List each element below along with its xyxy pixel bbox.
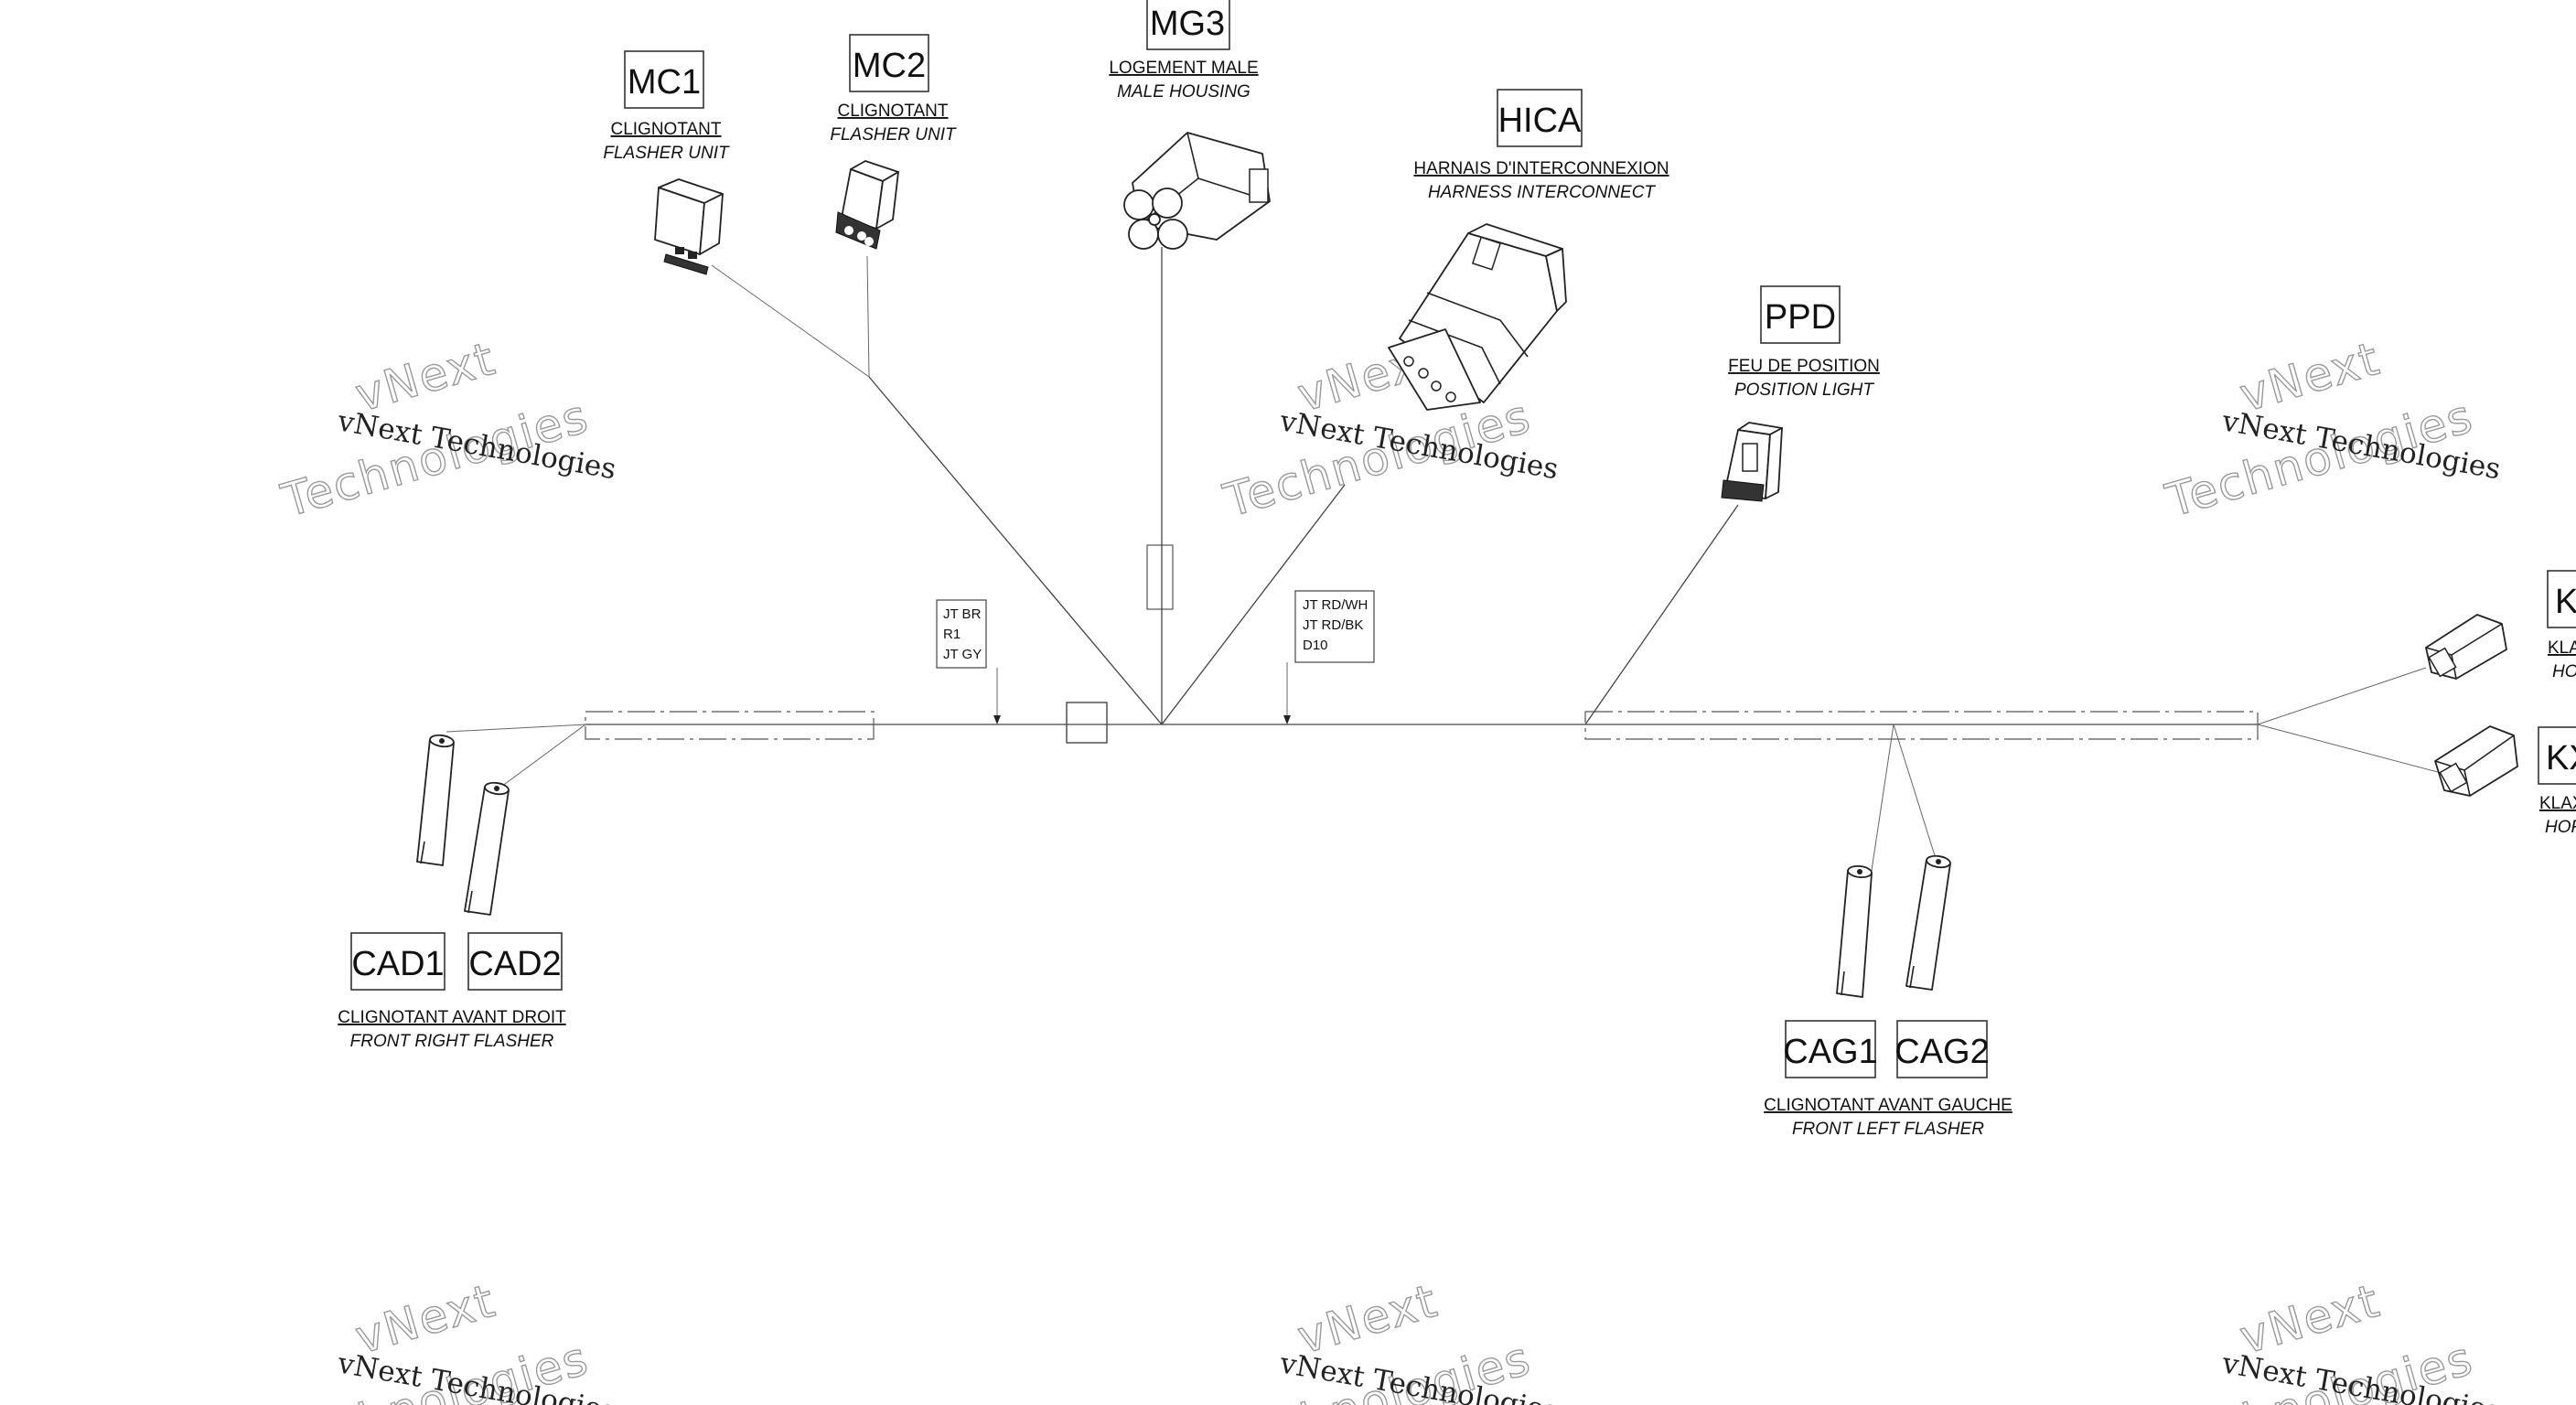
flasher-unit-icon bbox=[654, 178, 724, 275]
bullet-terminal-icon bbox=[1836, 864, 1873, 998]
watermark-top-left: vNext Technologies vNext Technologies bbox=[275, 331, 618, 528]
watermark-top-right: vNext Technologies vNext Technologies bbox=[2160, 331, 2503, 528]
cag-label-en: FRONT LEFT FLASHER bbox=[1792, 1120, 1984, 1139]
bullet-terminal-icon bbox=[464, 781, 510, 916]
connector-ppd: PPD FEU DE POSITION POSITION LIGHT bbox=[1721, 285, 1880, 502]
mg3-code-box bbox=[1146, 0, 1230, 50]
hica-label-en: HARNESS INTERCONNECT bbox=[1428, 183, 1656, 202]
junction-box bbox=[1066, 702, 1108, 744]
cad1-code-box bbox=[350, 932, 445, 991]
kx-top-label-fr: KLA bbox=[2548, 638, 2576, 658]
mc1-label-en: FLASHER UNIT bbox=[603, 144, 730, 163]
ppd-code-box bbox=[1760, 285, 1841, 344]
mc1-code-box bbox=[624, 50, 704, 109]
connector-kx-bottom: KX KLAX HOR bbox=[2434, 725, 2576, 837]
hica-label-fr: HARNAIS D'INTERCONNEXION bbox=[1413, 159, 1669, 178]
svg-text:JT GY: JT GY bbox=[943, 647, 982, 662]
mc1-code: MC1 bbox=[628, 63, 701, 102]
kx-bottom-label-fr: KLAX bbox=[2539, 794, 2576, 813]
ppd-code: PPD bbox=[1765, 298, 1836, 337]
cad-label-fr: CLIGNOTANT AVANT DROIT bbox=[338, 1008, 566, 1027]
connector-kx-top: KX KLA HO bbox=[2425, 570, 2576, 681]
connector-mc2: MC2 CLIGNOTANT FLASHER UNIT bbox=[830, 34, 957, 250]
cad1-code: CAD1 bbox=[351, 945, 444, 983]
splice-tag-right: JT RD/WH JT RD/BK D10 bbox=[1283, 590, 1375, 724]
mc2-code: MC2 bbox=[853, 47, 926, 85]
svg-text:vNext: vNext bbox=[2234, 1274, 2386, 1365]
hica-code-box bbox=[1497, 89, 1583, 147]
splice-tag-left: JT BR R1 JT GY bbox=[936, 599, 1001, 724]
cad2-code: CAD2 bbox=[468, 945, 561, 983]
bullet-terminal-icon bbox=[416, 734, 455, 866]
horn-terminal-icon bbox=[2434, 725, 2518, 797]
svg-text:JT RD/BK: JT RD/BK bbox=[1303, 617, 1363, 633]
connector-hica: HICA HARNAIS D'INTERCONNEXION HARNESS IN… bbox=[1388, 89, 1669, 411]
horn-terminal-icon bbox=[2425, 614, 2507, 680]
kx-bottom-code-box bbox=[2538, 726, 2576, 785]
harness-branches bbox=[445, 247, 2453, 877]
position-light-icon bbox=[1721, 422, 1783, 502]
svg-text:vNext: vNext bbox=[349, 332, 501, 423]
sleeve-right bbox=[1584, 711, 2259, 740]
kx-top-code: KX bbox=[2555, 583, 2576, 621]
mc2-label-en: FLASHER UNIT bbox=[830, 125, 957, 145]
watermark-bottom-left: vNext Technologies vNext Technologies bbox=[275, 1273, 618, 1405]
cag2-code: CAG2 bbox=[1894, 1033, 1989, 1071]
cag-label-fr: CLIGNOTANT AVANT GAUCHE bbox=[1764, 1096, 2012, 1115]
kx-bottom-label-en: HOR bbox=[2545, 818, 2576, 837]
mc1-label-fr: CLIGNOTANT bbox=[610, 120, 721, 139]
sleeve-mg3 bbox=[1146, 544, 1174, 610]
harness-trunk bbox=[585, 544, 2259, 744]
bullet-terminal-icon bbox=[1905, 854, 1951, 991]
svg-text:JT BR: JT BR bbox=[943, 606, 982, 622]
cag1-code: CAG1 bbox=[1783, 1033, 1877, 1071]
mg3-label-fr: LOGEMENT MALE bbox=[1109, 59, 1258, 78]
cad2-code-box bbox=[467, 932, 563, 991]
sleeve-left bbox=[585, 711, 875, 740]
kx-top-label-en: HO bbox=[2552, 662, 2576, 681]
ppd-label-fr: FEU DE POSITION bbox=[1728, 357, 1880, 376]
mg3-code: MG3 bbox=[1150, 5, 1225, 43]
ppd-label-en: POSITION LIGHT bbox=[1734, 381, 1874, 400]
watermark-bottom-center: vNext Technologies vNext Technologies bbox=[1218, 1273, 1561, 1405]
hica-code: HICA bbox=[1498, 102, 1582, 140]
svg-text:vNext: vNext bbox=[2234, 332, 2386, 423]
connector-mc1: MC1 CLIGNOTANT FLASHER UNIT bbox=[603, 50, 730, 275]
cad-label-en: FRONT RIGHT FLASHER bbox=[350, 1032, 554, 1051]
mc2-code-box bbox=[849, 34, 929, 92]
mc2-label-fr: CLIGNOTANT bbox=[837, 102, 948, 121]
connector-cag: CAG1 CAG2 CLIGNOTANT AVANT GAUCHE FRONT … bbox=[1764, 854, 2012, 1139]
connector-mg3: MG3 LOGEMENT MALE MALE HOUSING bbox=[1109, 0, 1271, 250]
harness-interconnect-icon bbox=[1388, 223, 1567, 411]
svg-text:D10: D10 bbox=[1303, 638, 1328, 653]
cag1-code-box bbox=[1785, 1020, 1876, 1078]
svg-text:JT RD/WH: JT RD/WH bbox=[1303, 597, 1368, 613]
watermark-bottom-right: vNext Technologies vNext Technologies bbox=[2160, 1273, 2503, 1405]
svg-text:vNext: vNext bbox=[349, 1274, 501, 1365]
kx-top-code-box bbox=[2547, 570, 2576, 628]
svg-text:R1: R1 bbox=[943, 627, 961, 642]
connector-cad: CAD1 CAD2 CLIGNOTANT AVANT DROIT FRONT R… bbox=[338, 734, 566, 1051]
kx-bottom-code: KX bbox=[2546, 739, 2576, 778]
svg-text:vNext: vNext bbox=[1292, 1274, 1444, 1365]
male-housing-icon bbox=[1123, 132, 1271, 250]
cag2-code-box bbox=[1896, 1020, 1988, 1078]
mg3-label-en: MALE HOUSING bbox=[1117, 82, 1250, 102]
flasher-unit-icon bbox=[835, 160, 899, 250]
